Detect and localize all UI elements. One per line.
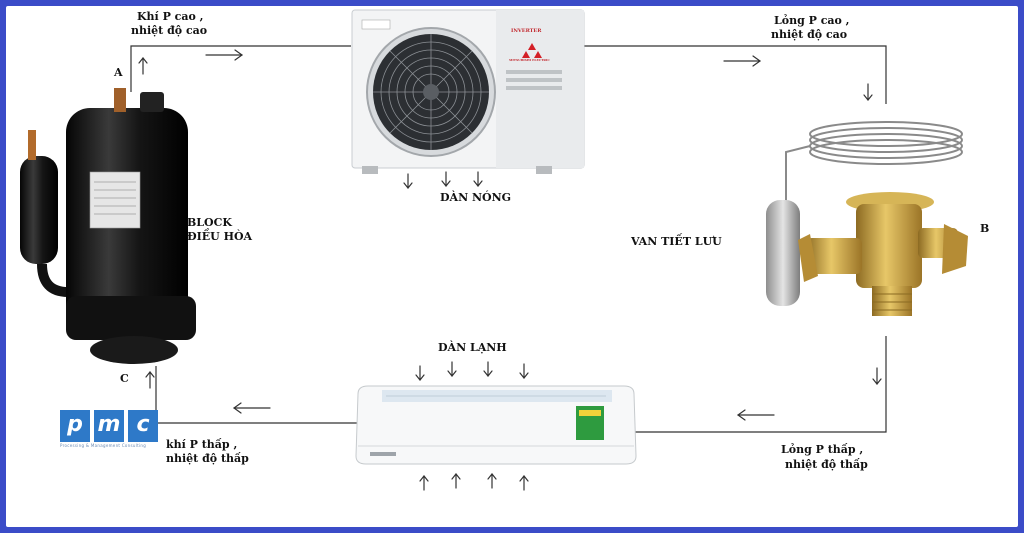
- evaporator-bottom-arrows: [419, 473, 529, 491]
- hot-liquid-label-line1: Lỏng P cao ,: [774, 14, 850, 27]
- evaporator-top-arrows: [415, 361, 529, 381]
- cold-liquid-label-line2: nhiệt độ thấp: [785, 458, 868, 471]
- compressor-label-line2: ĐIỀU HÒA: [187, 230, 253, 243]
- pmc-logo: p m c Processing & Management Consulting: [60, 410, 164, 450]
- valve-label: VAN TIẾT LƯU: [631, 235, 722, 248]
- arrow-right-top-left: [205, 49, 244, 61]
- refrigeration-cycle-diagram: [20, 9, 968, 491]
- condenser-air-arrows: [403, 171, 483, 189]
- logo-letter-m: m: [94, 410, 124, 442]
- compressor-illustration: [20, 88, 196, 364]
- point-a-label: A: [114, 66, 123, 79]
- arrow-left-bottom-left: [232, 402, 271, 414]
- point-c-label: C: [120, 372, 129, 385]
- evaporator-label: DÀN LẠNH: [438, 341, 507, 354]
- outdoor-unit-illustration: [351, 9, 585, 174]
- logo-letter-c: c: [128, 410, 158, 442]
- hot-gas-label-line2: nhiệt độ cao: [131, 24, 208, 37]
- arrow-up-a: [138, 57, 148, 75]
- arrow-right-top-right: [723, 55, 762, 67]
- arrow-down-b-bottom: [872, 367, 882, 385]
- flow-arrows: [138, 49, 882, 491]
- indoor-unit-illustration: [355, 385, 637, 465]
- point-b-label: B: [980, 222, 990, 235]
- diagram-frame: A B C Khí P cao , nhiệt độ cao Lỏng P ca…: [6, 6, 1018, 527]
- expansion-valve-illustration: [766, 121, 968, 316]
- hot-liquid-label-line2: nhiệt độ cao: [771, 28, 848, 41]
- arrow-up-c: [145, 371, 155, 389]
- logo-letter-p: p: [60, 410, 90, 442]
- arrow-down-b-top: [863, 83, 873, 101]
- logo-tagline: Processing & Management Consulting: [60, 443, 147, 448]
- cold-liquid-label-line1: Lỏng P thấp ,: [781, 443, 864, 456]
- cold-gas-label-line2: nhiệt độ thấp: [166, 452, 249, 465]
- outdoor-brand-text: INVERTER: [511, 28, 542, 34]
- compressor-label-line1: BLOCK: [187, 216, 232, 229]
- cold-gas-label-line1: khí P thấp ,: [166, 438, 238, 451]
- outdoor-plate-text: MITSUBISHI ELECTRIC: [509, 58, 550, 62]
- condenser-label: DÀN NÓNG: [440, 191, 512, 204]
- hot-gas-label-line1: Khí P cao ,: [137, 10, 204, 23]
- arrow-left-bottom-right: [736, 409, 775, 421]
